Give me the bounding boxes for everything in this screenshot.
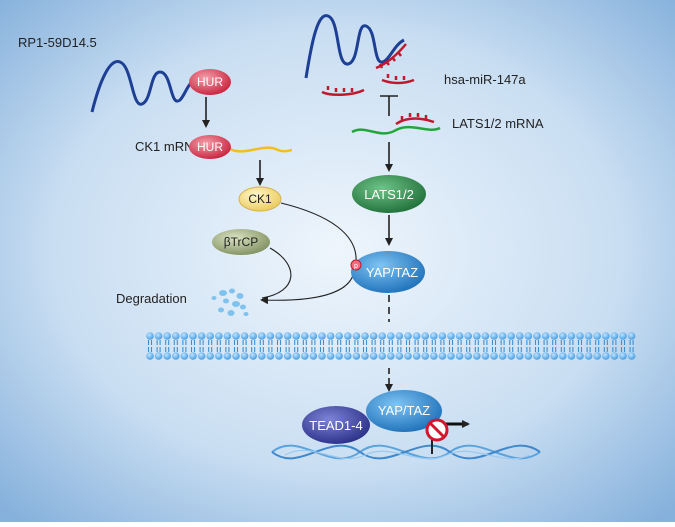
lncrna-label: RP1-59D14.5 bbox=[18, 35, 97, 50]
lncrna-sponge-strand bbox=[304, 14, 405, 79]
hur-protein-bottom bbox=[189, 135, 231, 159]
dna-helix bbox=[271, 444, 541, 460]
btrcp-to-degradation-line bbox=[261, 247, 292, 299]
mirna-bound bbox=[375, 43, 407, 70]
tead-protein bbox=[302, 406, 370, 444]
hur-protein-top bbox=[189, 69, 231, 95]
ck1-to-yaptaz-line bbox=[280, 202, 357, 263]
hur-label-top: HUR bbox=[197, 75, 223, 89]
lats-protein bbox=[352, 175, 426, 213]
btrcp-label: βTrCP bbox=[224, 235, 258, 249]
mirna-label: hsa-miR-147a bbox=[444, 72, 526, 87]
phospho-marker bbox=[350, 259, 362, 271]
phospho-label: p bbox=[354, 263, 358, 270]
yaptaz-label-nucleus: YAP/TAZ bbox=[378, 403, 430, 418]
lats-mrna-label: LATS1/2 mRNA bbox=[452, 116, 544, 131]
tead-label: TEAD1-4 bbox=[309, 418, 362, 433]
inhibition-sign-slash bbox=[428, 421, 446, 439]
degradation-fragments bbox=[211, 288, 249, 316]
mirna-on-lats bbox=[395, 113, 435, 126]
ck1-mrna-label: CK1 mRNA bbox=[135, 139, 203, 154]
lncrna-strand bbox=[90, 60, 199, 113]
yaptaz-to-degradation-arrow bbox=[260, 271, 355, 305]
lats-label: LATS1/2 bbox=[364, 187, 414, 202]
cell-membrane bbox=[146, 332, 636, 360]
ck1-label: CK1 bbox=[248, 192, 272, 206]
ck1-mrna-strand bbox=[227, 146, 293, 153]
yaptaz-label-cytoplasm: YAP/TAZ bbox=[366, 265, 418, 280]
yaptaz-protein-cytoplasm bbox=[351, 251, 425, 293]
ck1-protein bbox=[238, 186, 282, 212]
lats-mrna-strand bbox=[351, 125, 441, 135]
yaptaz-protein-nucleus bbox=[366, 390, 442, 432]
degradation-label: Degradation bbox=[116, 291, 187, 306]
hur-label-bottom: HUR bbox=[197, 140, 223, 154]
btrcp-protein bbox=[212, 229, 270, 255]
mirna-free bbox=[321, 74, 415, 96]
